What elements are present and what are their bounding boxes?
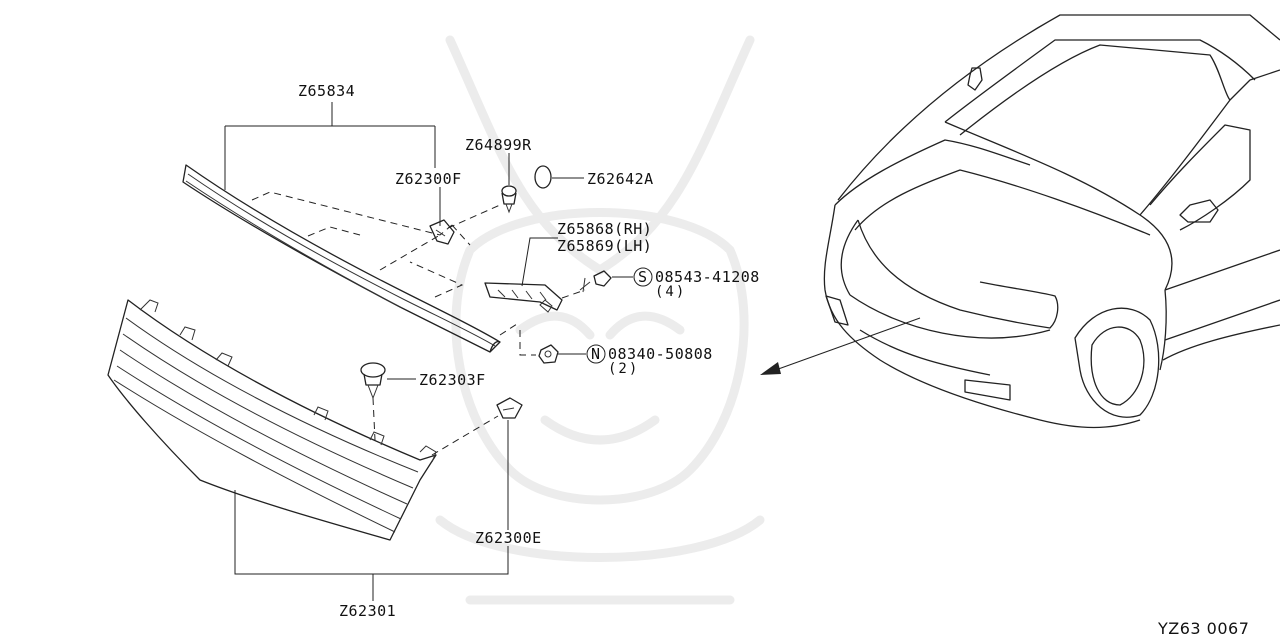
label-screw-s: 08543-41208 [655, 268, 760, 286]
nut-symbol-circle [586, 344, 606, 364]
nut-n-part [538, 344, 559, 364]
screw-symbol-circle [633, 267, 653, 287]
clip-upper-left-part [429, 219, 455, 245]
nut-symbol-letter: N [591, 345, 601, 363]
cap-part [534, 165, 552, 189]
leader-upper-grille [224, 102, 436, 190]
label-bracket-rh: Z65868(RH) [557, 220, 652, 238]
label-cap: Z62642A [587, 170, 654, 188]
label-lower-grille: Z62301 [339, 602, 396, 620]
label-screw-s-qty: (4) [655, 284, 686, 300]
label-clip-lower-right: Z62300E [475, 529, 542, 547]
upper-grille-mount-outline [251, 191, 471, 298]
screw-top-part [501, 185, 517, 214]
label-screw-top: Z64899R [465, 136, 532, 154]
label-upper-grille: Z65834 [298, 82, 355, 100]
figure-code: YZ63 0067 [1157, 619, 1249, 638]
leader-lower-grille [234, 490, 509, 601]
screw-s-part [579, 270, 612, 293]
label-nut-n-qty: (2) [608, 361, 639, 377]
label-nut-n: 08340-50808 [608, 345, 713, 363]
location-arrow [760, 317, 921, 375]
label-clip-upper-left: Z62300F [395, 170, 462, 188]
bracket-part [484, 282, 563, 313]
clip-mid-part [360, 362, 386, 400]
car-front-illustration [823, 14, 1280, 429]
label-bracket-lh: Z65869(LH) [557, 237, 652, 255]
clip-lower-right-part [496, 397, 523, 419]
screw-symbol-letter: S [638, 268, 648, 286]
watermark-emblem [435, 35, 765, 605]
label-clip-mid: Z62303F [419, 371, 486, 389]
lower-grille-part [107, 299, 437, 541]
upper-grille-part [182, 164, 501, 353]
